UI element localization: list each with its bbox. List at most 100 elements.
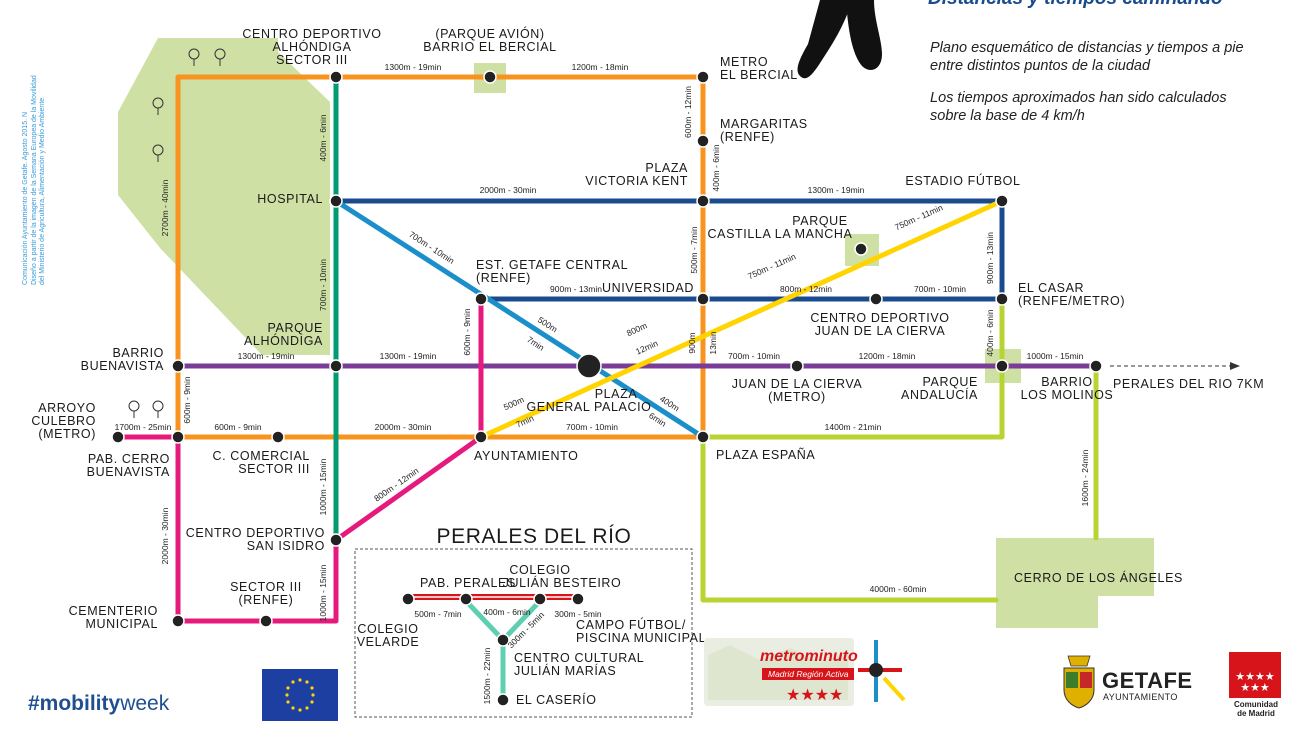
station-centro-dep-juan[interactable] — [869, 292, 883, 306]
station-arroyo-culebro[interactable] — [111, 430, 125, 444]
eu-flag — [262, 669, 338, 721]
seg-19: 1300m - 19min — [380, 351, 437, 361]
station-buenavista[interactable] — [171, 359, 185, 373]
label-el-casar: EL CASAR(RENFE/METRO) — [1018, 281, 1125, 308]
seg-33: 600m - 9min — [214, 422, 262, 432]
metrominuto-brand: metrominuto — [760, 648, 858, 665]
seg-25: 900m — [687, 332, 697, 353]
station-centro-cultural[interactable] — [496, 633, 510, 647]
line-orange-north — [175, 74, 706, 440]
station-margaritas[interactable] — [696, 134, 710, 148]
label-parque-avion: (PARQUE AVIÓN)BARRIO EL BERCIAL — [423, 26, 556, 54]
station-estadio[interactable] — [995, 194, 1009, 208]
station-parque-castilla[interactable] — [854, 242, 868, 256]
label-estadio: ESTADIO FÚTBOL — [905, 173, 1020, 188]
station-parque-avion[interactable] — [483, 70, 497, 84]
station-metro-bercial[interactable] — [696, 70, 710, 84]
seg-31: 600m - 9min — [182, 376, 192, 424]
seg-12: 750m - 11min — [746, 251, 797, 281]
station-getafe-central[interactable] — [474, 292, 488, 306]
seg-49: 300m - 5min — [554, 609, 602, 619]
seg-4: 400m - 6min — [711, 144, 721, 192]
mobilityweek-hashtag[interactable]: #mobilityweek — [28, 692, 170, 715]
map-title: Distancias y tiempos caminando — [928, 0, 1223, 9]
line-yellow — [478, 198, 1005, 440]
station-victoria-kent[interactable] — [696, 194, 710, 208]
perales-title: PERALES DEL RÍO — [437, 525, 632, 548]
station-el-caserio[interactable] — [496, 693, 510, 707]
station-cementerio[interactable] — [171, 614, 185, 628]
station-parque-alhondiga[interactable] — [329, 359, 343, 373]
seg-27: 700m - 10min — [728, 351, 780, 361]
seg-15: 900m - 13min — [985, 232, 995, 284]
seg-34: 2000m - 30min — [375, 422, 432, 432]
station-pab-cerro[interactable] — [171, 430, 185, 444]
perales-inset-box — [354, 548, 693, 718]
seg-2: 1200m - 18min — [572, 62, 629, 72]
station-sector-iii-renfe[interactable] — [259, 614, 273, 628]
comunidad-stars-icon: ★★★★ — [1235, 671, 1275, 683]
metrominuto-logo-icon — [869, 663, 883, 677]
label-campo-futbol: CAMPO FÚTBOL/PISCINA MUNICIPAL — [576, 617, 706, 645]
seg-32: 1700m - 25min — [115, 422, 172, 432]
station-pab-perales[interactable] — [459, 592, 473, 606]
cerro-angeles-area — [996, 538, 1154, 628]
seg-28: 1200m - 18min — [859, 351, 916, 361]
seg-26: 13min — [708, 331, 718, 354]
station-colegio-besteiro[interactable] — [533, 592, 547, 606]
station-centro-dep-alhondiga[interactable] — [329, 70, 343, 84]
intro-line-3: Los tiempos aproximados han sido calcula… — [930, 90, 1227, 106]
seg-11: 750m - 11min — [893, 202, 944, 232]
getafe-logo-subtext: AYUNTAMIENTO — [1103, 692, 1178, 702]
seg-8: 700m - 10min — [318, 259, 328, 311]
station-el-casar[interactable] — [995, 292, 1009, 306]
line-blue — [333, 198, 706, 440]
label-sector-iii-renfe: SECTOR III(RENFE) — [230, 580, 302, 607]
station-general-palacio[interactable] — [576, 353, 602, 379]
station-juan-cierva-metro[interactable] — [790, 359, 804, 373]
seg-1: 1300m - 19min — [385, 62, 442, 72]
getafe-crown-icon — [1067, 655, 1091, 667]
seg-35: 500m — [502, 394, 525, 412]
label-juan-cierva-metro: JUAN DE LA CIERVA(METRO) — [732, 377, 863, 404]
seg-24: 12min — [634, 338, 659, 357]
station-universidad[interactable] — [696, 292, 710, 306]
seg-46: 1600m - 24min — [1080, 449, 1090, 506]
station-ayuntamiento[interactable] — [474, 430, 488, 444]
seg-5: 2000m - 30min — [480, 185, 537, 195]
line-lime-east — [700, 296, 1005, 440]
station-hospital[interactable] — [329, 194, 343, 208]
station-campo-futbol[interactable] — [571, 592, 585, 606]
station-molinos[interactable] — [1089, 359, 1103, 373]
station-c-comercial[interactable] — [271, 430, 285, 444]
seg-16: 500m - 7min — [689, 226, 699, 274]
walker-leg-icon — [797, 0, 852, 79]
label-ayuntamiento: AYUNTAMIENTO — [474, 449, 578, 463]
seg-17: 2700m - 40min — [160, 179, 170, 236]
seg-48: 400m - 6min — [483, 607, 531, 617]
seg-43: 2000m - 30min — [160, 507, 170, 564]
station-colegio-velarde[interactable] — [401, 592, 415, 606]
seg-6: 1300m - 19min — [808, 185, 865, 195]
line-lime-south — [700, 434, 999, 603]
label-perales-7km: PERALES DEL RIO 7KM — [1113, 377, 1264, 391]
seg-40: 1400m - 21min — [825, 422, 882, 432]
label-hospital: HOSPITAL — [257, 192, 323, 206]
station-san-isidro[interactable] — [329, 533, 343, 547]
station-parque-andalucia[interactable] — [995, 359, 1009, 373]
seg-29: 400m - 6min — [985, 309, 995, 357]
seg-45: 4000m - 60min — [870, 584, 927, 594]
station-plaza-espana[interactable] — [696, 430, 710, 444]
